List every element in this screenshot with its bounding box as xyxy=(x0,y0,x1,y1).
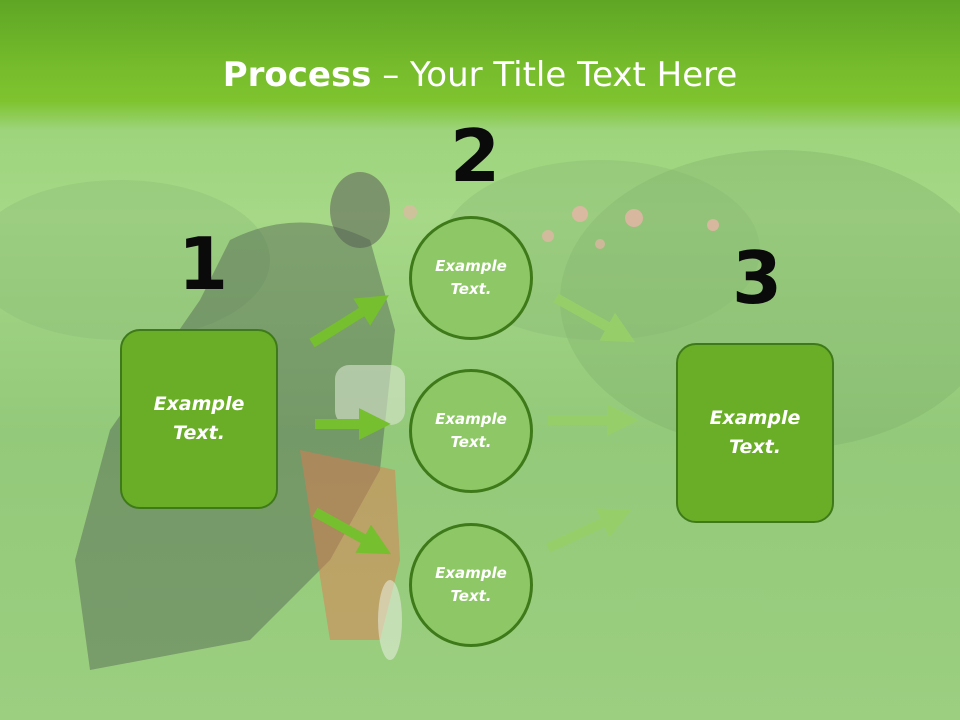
circle-top-line2: Text. xyxy=(450,280,492,298)
step1-box-line1: Example xyxy=(153,393,245,415)
step2-circle-bottom: Example Text. xyxy=(409,523,533,647)
arrow-circle1-to-box3 xyxy=(553,293,636,343)
arrow-box1-to-circle3 xyxy=(312,507,392,555)
step1-box: Example Text. xyxy=(120,329,278,509)
circle-middle-line1: Example xyxy=(435,410,507,428)
arrow-box1-to-circle1 xyxy=(309,295,389,348)
step3-box-line2: Text. xyxy=(729,436,781,458)
circle-top-line1: Example xyxy=(435,257,507,275)
title-rest: – Your Title Text Here xyxy=(371,55,738,95)
step2-circle-middle: Example Text. xyxy=(409,369,533,493)
circle-bottom-line2: Text. xyxy=(450,587,492,605)
title-bar xyxy=(0,0,960,130)
step3-box-line1: Example xyxy=(709,407,801,429)
slide-title: Process – Your Title Text Here xyxy=(0,54,960,96)
circle-middle-line2: Text. xyxy=(450,433,492,451)
circle-bottom-line1: Example xyxy=(435,564,507,582)
step2-circle-top: Example Text. xyxy=(409,216,533,340)
step1-box-line2: Text. xyxy=(173,422,225,444)
step-number-1: 1 xyxy=(178,222,229,306)
arrow-circle3-to-box3 xyxy=(545,508,632,553)
step3-box: Example Text. xyxy=(676,343,834,523)
step-number-2: 2 xyxy=(450,114,501,198)
title-bold: Process xyxy=(222,55,372,95)
step-number-3: 3 xyxy=(732,236,783,320)
